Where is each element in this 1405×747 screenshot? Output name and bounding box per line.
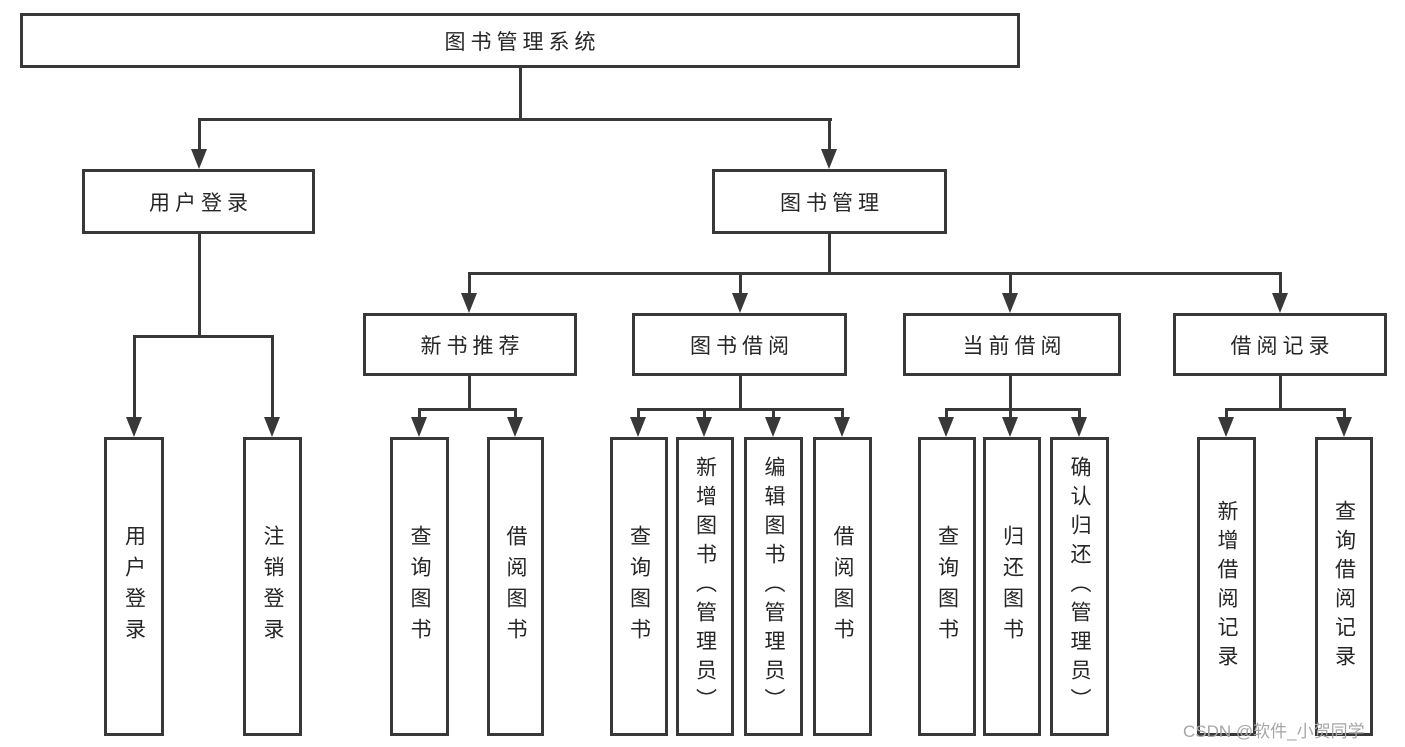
arrow-down-icon <box>1002 417 1018 437</box>
connector-line <box>637 408 844 411</box>
connector-line <box>1225 408 1346 411</box>
connector-line <box>772 408 775 419</box>
leaf-borrow-book-recommend: 借阅图书 <box>487 437 544 736</box>
arrow-down-icon <box>507 417 523 437</box>
connector-line <box>198 118 832 121</box>
connector-line <box>703 408 706 419</box>
leaf-query-book-current: 查询图书 <box>918 437 976 736</box>
connector-line <box>841 408 844 419</box>
arrow-down-icon <box>630 417 646 437</box>
connector-line <box>945 408 1081 411</box>
arrow-down-icon <box>411 417 427 437</box>
arrow-down-icon <box>938 417 954 437</box>
connector-line <box>945 408 948 419</box>
arrow-down-icon <box>1272 293 1288 313</box>
connector-line <box>133 335 136 419</box>
arrow-down-icon <box>732 293 748 313</box>
connector-line <box>739 376 742 408</box>
connector-line <box>1009 272 1012 294</box>
arrow-down-icon <box>461 293 477 313</box>
node-current-borrow: 当前借阅 <box>903 313 1121 376</box>
leaf-query-book-borrow: 查询图书 <box>610 437 668 736</box>
connector-line <box>1279 272 1282 294</box>
connector-line <box>828 234 831 272</box>
leaf-query-borrow-record: 查询借阅记录 <box>1315 437 1373 736</box>
arrow-down-icon <box>1218 417 1234 437</box>
arrow-down-icon <box>126 417 142 437</box>
connector-line <box>468 376 471 408</box>
arrow-down-icon <box>191 149 207 169</box>
connector-line <box>1279 376 1282 408</box>
connector-line <box>1009 376 1012 408</box>
connector-line <box>418 408 421 419</box>
leaf-confirm-return-admin: 确认归还（管理员） <box>1050 437 1109 736</box>
node-root: 图书管理系统 <box>20 13 1020 68</box>
arrow-down-icon <box>765 417 781 437</box>
connector-line <box>828 118 831 150</box>
leaf-logout: 注销登录 <box>243 437 302 736</box>
leaf-user-login: 用户登录 <box>104 437 164 736</box>
arrow-down-icon <box>1002 293 1018 313</box>
watermark: CSDN @软件_小贺同学 <box>1183 722 1365 741</box>
connector-line <box>519 68 522 118</box>
arrow-down-icon <box>834 417 850 437</box>
connector-line <box>637 408 640 419</box>
connector-line <box>739 272 742 294</box>
connector-line <box>271 335 274 419</box>
arrow-down-icon <box>264 417 280 437</box>
leaf-add-borrow-record: 新增借阅记录 <box>1197 437 1256 736</box>
node-book-borrow: 图书借阅 <box>632 313 847 376</box>
connector-line <box>514 408 517 419</box>
connector-line <box>468 272 471 294</box>
connector-line <box>1009 408 1012 419</box>
connector-line <box>133 335 274 338</box>
connector-line <box>1078 408 1081 419</box>
node-new-book-recommend: 新书推荐 <box>363 313 577 376</box>
leaf-borrow-book: 借阅图书 <box>813 437 872 736</box>
arrow-down-icon <box>821 149 837 169</box>
node-user-login: 用户登录 <box>82 169 315 234</box>
connector-line <box>1225 408 1228 419</box>
node-book-management: 图书管理 <box>712 169 947 234</box>
arrow-down-icon <box>1336 417 1352 437</box>
leaf-return-book: 归还图书 <box>983 437 1041 736</box>
node-borrow-record: 借阅记录 <box>1173 313 1387 376</box>
leaf-query-book-recommend: 查询图书 <box>390 437 449 736</box>
connector-line <box>1343 408 1346 419</box>
connector-line <box>198 234 201 335</box>
connector-line <box>468 272 1282 275</box>
arrow-down-icon <box>1071 417 1087 437</box>
arrow-down-icon <box>696 417 712 437</box>
connector-line <box>418 408 517 411</box>
leaf-add-book-admin: 新增图书（管理员） <box>676 437 734 736</box>
leaf-edit-book-admin: 编辑图书（管理员） <box>744 437 803 736</box>
connector-line <box>198 118 201 150</box>
